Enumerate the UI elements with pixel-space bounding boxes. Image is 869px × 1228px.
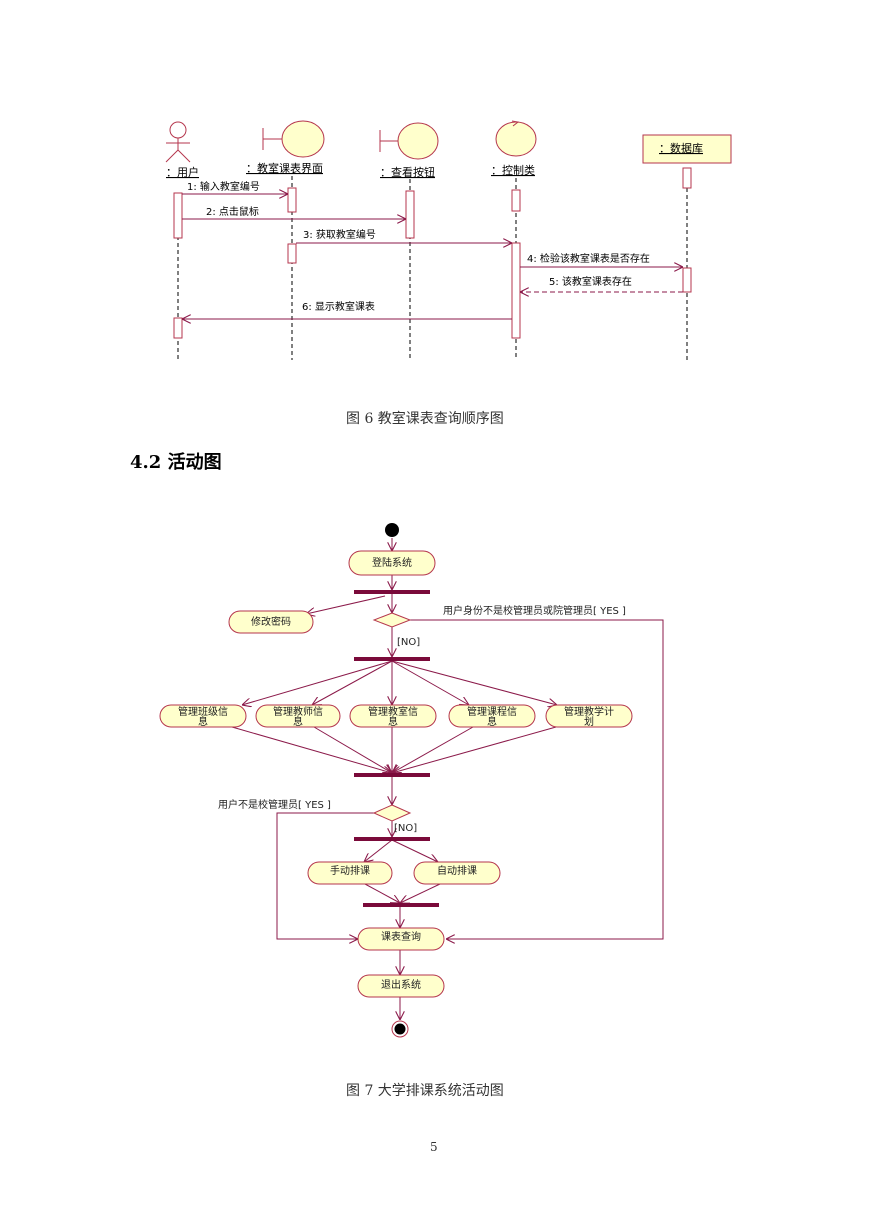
activity-exit-label: 退出系统: [381, 978, 421, 991]
activity-manual-schedule-label: 手动排课: [330, 864, 370, 877]
guard-label-2: 用户不是校管理员[ YES ]: [218, 798, 331, 811]
activity-login: [348, 550, 436, 576]
figure-6-caption: 图 6 教室课表查询顺序图: [346, 411, 504, 427]
no-label-1: [NO]: [397, 637, 420, 648]
manage-room-line2: 息: [388, 715, 398, 728]
guard-label-1: 用户身份不是校管理员或院管理员[ YES ]: [443, 604, 626, 617]
decision-diamond-2: [372, 804, 412, 822]
decision-diamond-1: [372, 612, 412, 628]
actor-user-icon: [165, 121, 191, 163]
activity-auto-schedule-label: 自动排课: [437, 864, 477, 877]
database-object-box: [642, 134, 732, 164]
activity-auto-schedule: [413, 861, 501, 885]
activation-bars: [173, 167, 692, 339]
boundary-ui-icon: [262, 120, 325, 158]
lifelines: [177, 176, 688, 360]
manage-course-line1: 管理课程信: [467, 705, 517, 718]
message-6-label: 6: 显示教室课表: [302, 300, 375, 313]
manage-room-line1: 管理教室信: [368, 705, 418, 718]
activity-manage-class: [159, 704, 247, 728]
activity-manage-plan: [545, 704, 633, 728]
manage-plan-line2: 划: [584, 715, 594, 728]
object-label-database: ：数据库: [659, 141, 703, 155]
activity-diagram: [159, 523, 664, 1038]
object-label-button: ：查看按钮: [380, 165, 435, 179]
activity-change-password: [228, 610, 314, 634]
control-class-icon: [495, 120, 537, 157]
activity-states: [159, 550, 633, 998]
activity-manage-room: [349, 704, 437, 728]
object-label-user: ：用户: [166, 165, 199, 179]
object-label-ui: ：教室课表界面: [246, 161, 323, 175]
section-heading: 4.2 活动图: [130, 452, 222, 473]
end-node-icon: [391, 1020, 409, 1038]
manage-teacher-line1: 管理教师信: [273, 705, 323, 718]
message-arrows: [182, 194, 683, 319]
start-node-icon: [385, 523, 399, 537]
boundary-button-icon: [379, 122, 439, 160]
message-1-label: 1: 输入教室编号: [187, 180, 260, 193]
manage-teacher-line2: 息: [293, 715, 303, 728]
manage-plan-line1: 管理教学计: [564, 705, 614, 718]
no-label-2: [NO]: [394, 823, 417, 834]
page-number: 5: [430, 1140, 438, 1154]
message-4-label: 4: 检验该教室课表是否存在: [527, 252, 650, 265]
activity-query-label: 课表查询: [381, 930, 421, 943]
activity-login-label: 登陆系统: [372, 556, 412, 569]
activity-flows: [231, 538, 664, 1020]
activity-manage-teacher: [255, 704, 341, 728]
manage-class-line2: 息: [198, 715, 208, 728]
activity-query: [357, 927, 445, 951]
activity-change-password-label: 修改密码: [251, 615, 291, 628]
sequence-diagram: [165, 120, 732, 360]
activity-manual-schedule: [307, 861, 393, 885]
sync-bars: [354, 590, 439, 907]
figure-7-caption: 图 7 大学排课系统活动图: [346, 1083, 504, 1099]
message-3-label: 3: 获取教室编号: [303, 228, 376, 241]
manage-class-line1: 管理班级信: [178, 705, 228, 718]
activity-manage-course: [448, 704, 536, 728]
manage-course-line2: 息: [487, 715, 497, 728]
message-5-label: 5: 该教室课表存在: [549, 275, 632, 288]
activity-exit: [357, 974, 445, 998]
message-2-label: 2: 点击鼠标: [206, 205, 259, 218]
object-label-control: ：控制类: [491, 163, 535, 177]
